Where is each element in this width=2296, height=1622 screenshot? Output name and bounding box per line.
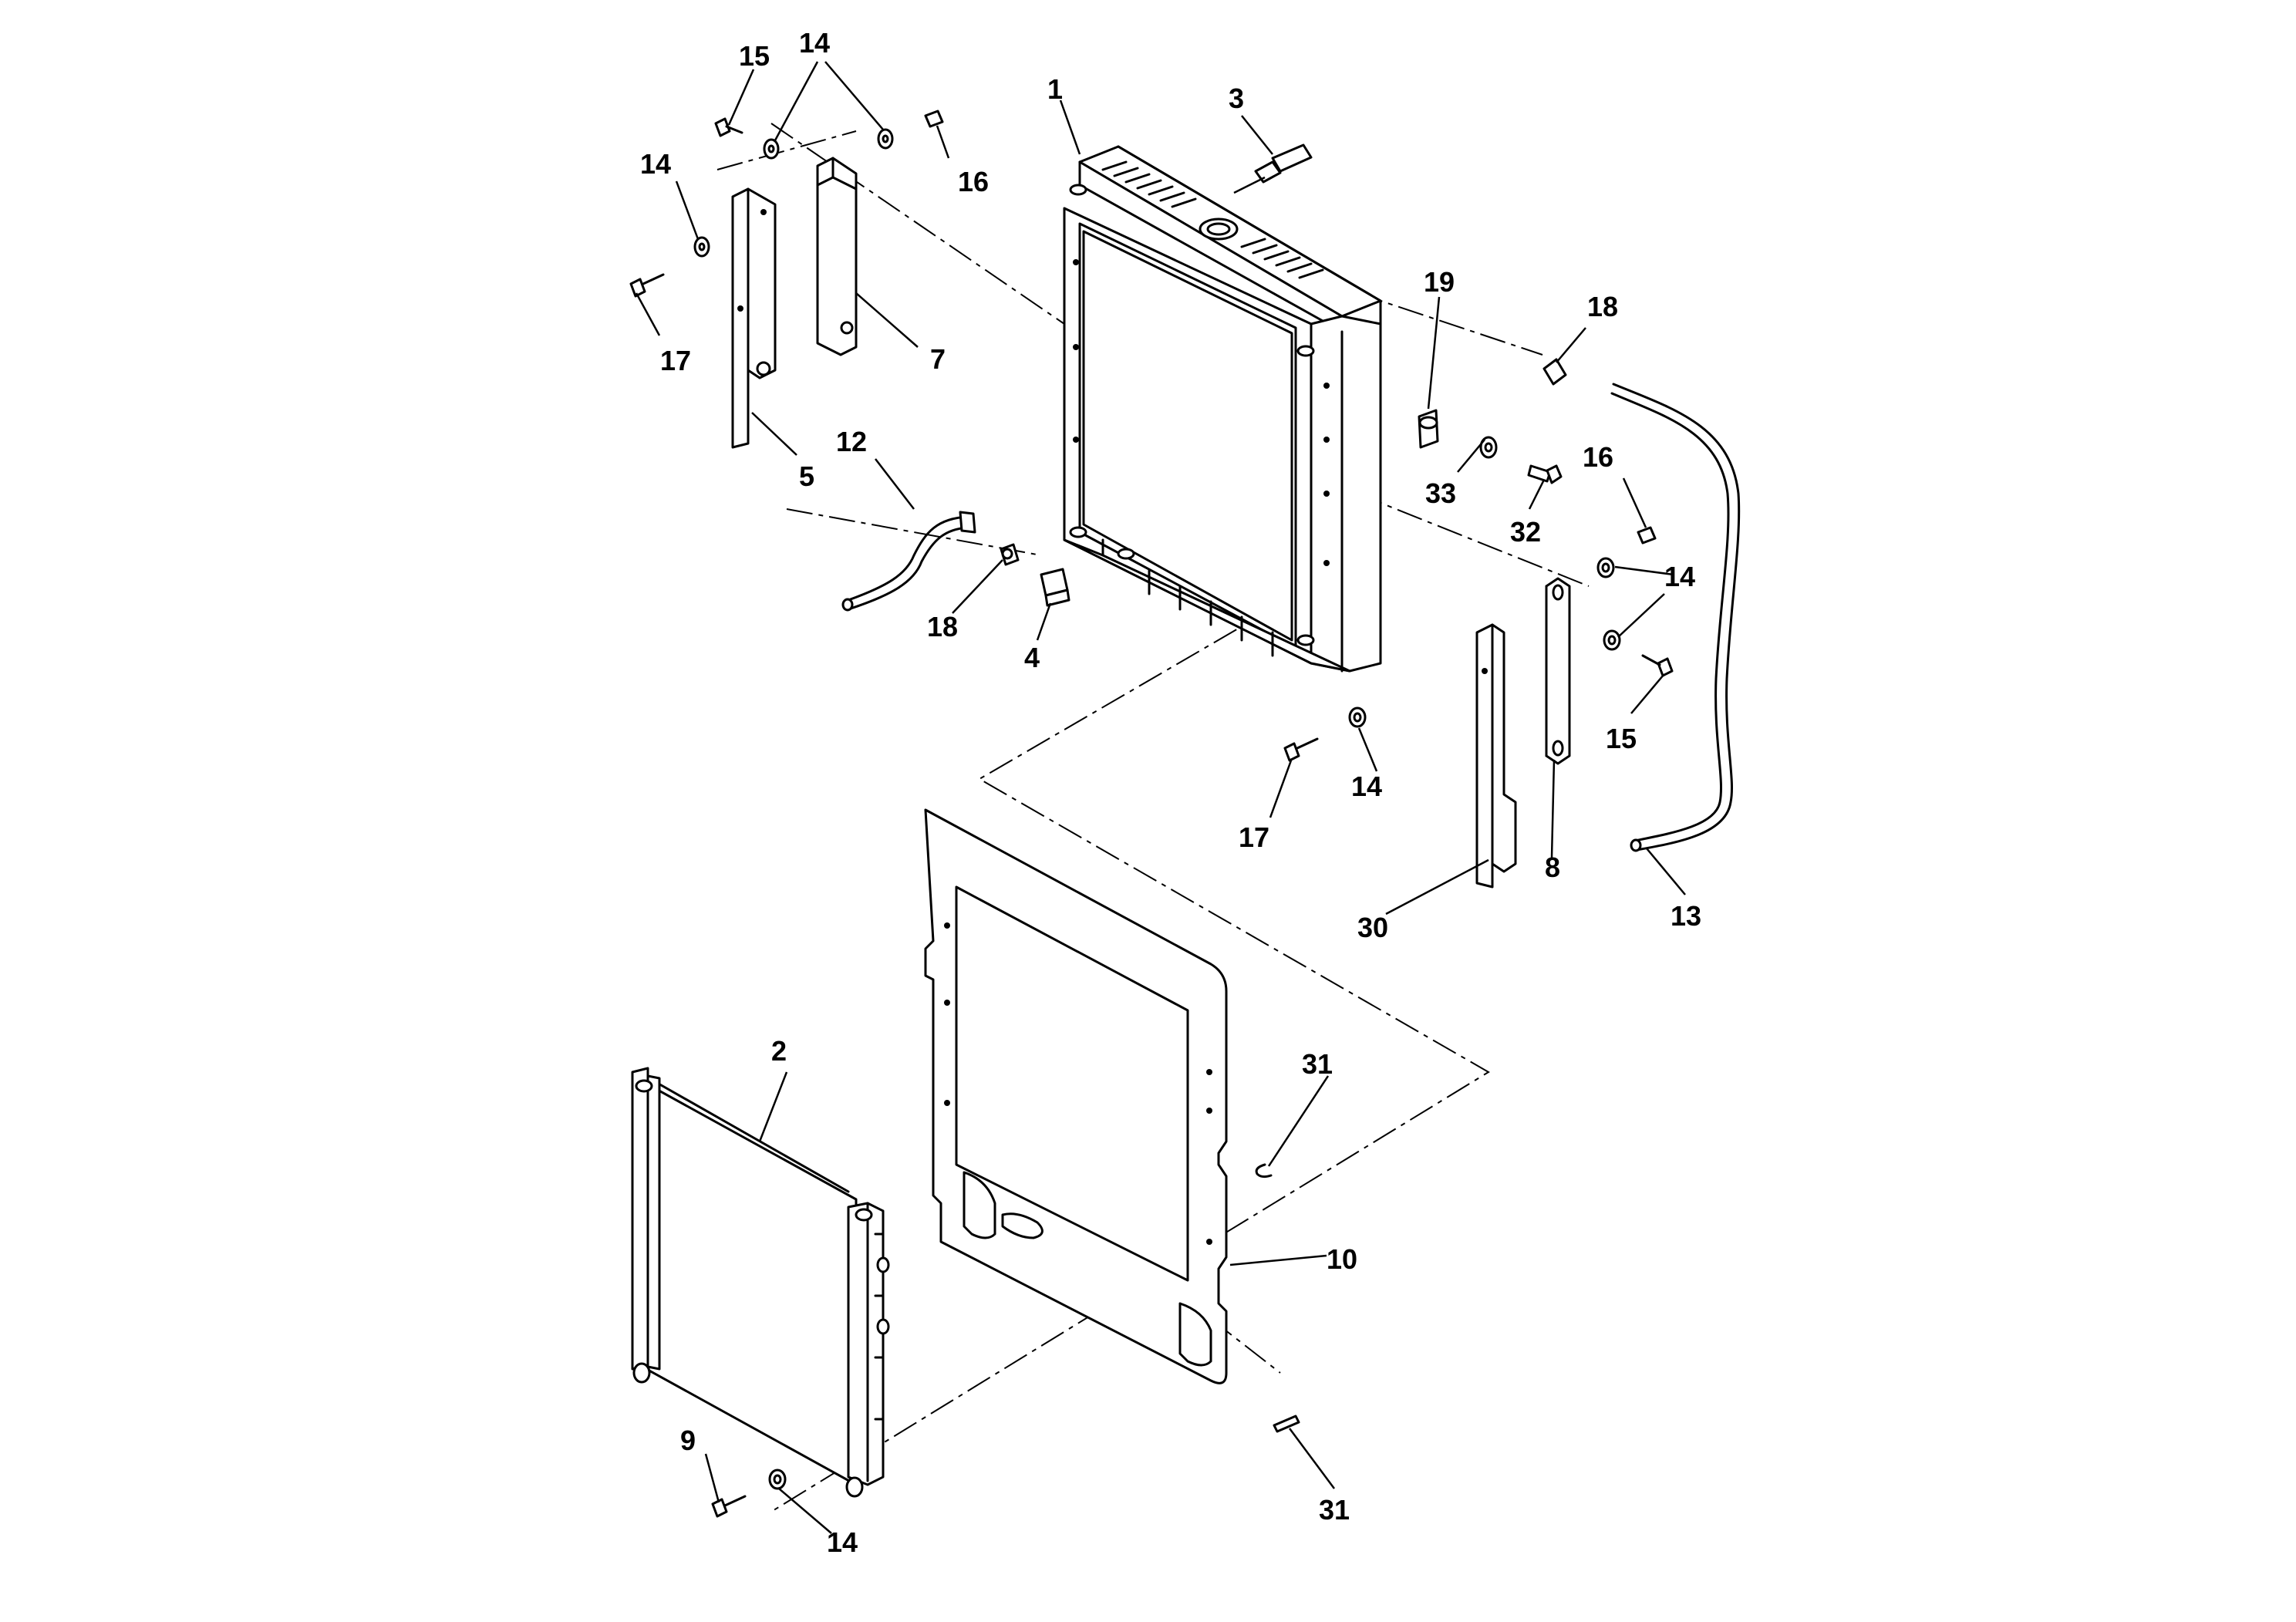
callout-7: 7 bbox=[930, 343, 946, 375]
callout-14-mid: 14 bbox=[1351, 771, 1382, 802]
callout-19: 19 bbox=[1424, 266, 1455, 298]
washer-14-left-b bbox=[877, 128, 894, 150]
washer-14-bottom bbox=[768, 1469, 787, 1490]
washer-14-right-a bbox=[1596, 557, 1615, 578]
radiator-top-slots bbox=[1101, 160, 1324, 279]
oil-cooler bbox=[631, 1067, 890, 1498]
callout-16-right: 16 bbox=[1583, 441, 1613, 473]
radiator-filler-cap bbox=[1199, 218, 1239, 241]
callout-17-right: 17 bbox=[1239, 821, 1269, 853]
callout-30: 30 bbox=[1357, 912, 1388, 943]
lower-overflow-tube bbox=[841, 511, 976, 612]
callout-12: 12 bbox=[836, 426, 867, 457]
callout-32: 32 bbox=[1510, 516, 1541, 548]
washer-14-right-c bbox=[1348, 706, 1367, 728]
callout-14-bottom: 14 bbox=[827, 1526, 858, 1558]
washer-14-left-a bbox=[763, 138, 780, 160]
bolt-15-left bbox=[714, 117, 743, 137]
nut-16-left bbox=[924, 110, 944, 128]
callout-31-lower: 31 bbox=[1319, 1494, 1350, 1526]
callout-15-right: 15 bbox=[1606, 723, 1637, 754]
left-mounting-bracket bbox=[731, 187, 777, 449]
callout-labels: 1 2 3 4 5 7 8 9 10 12 13 14 14 14 14 14 … bbox=[640, 27, 1701, 1558]
washer-14-left-c bbox=[693, 236, 710, 258]
left-strip-bracket bbox=[816, 157, 858, 356]
hose-clip bbox=[1418, 409, 1439, 449]
callout-2: 2 bbox=[771, 1035, 787, 1067]
bolt-17-left bbox=[629, 273, 665, 298]
hose-clamp-left bbox=[1000, 543, 1020, 566]
callout-14-right: 14 bbox=[1664, 561, 1695, 592]
clip-31-upper bbox=[1255, 1163, 1273, 1179]
callout-10: 10 bbox=[1327, 1243, 1357, 1275]
callout-14-top: 14 bbox=[799, 27, 830, 59]
bolt-15-right bbox=[1641, 654, 1674, 677]
callout-18-right: 18 bbox=[1587, 291, 1618, 322]
callout-16-left: 16 bbox=[958, 166, 989, 197]
radiator-hose-fitting bbox=[1233, 143, 1313, 194]
callout-3: 3 bbox=[1229, 83, 1244, 114]
hose-clamp-right bbox=[1542, 358, 1567, 386]
radiator bbox=[1063, 145, 1382, 673]
clip-31-lower bbox=[1273, 1415, 1300, 1433]
callout-31-upper: 31 bbox=[1302, 1048, 1333, 1080]
callout-14-left: 14 bbox=[640, 148, 671, 180]
leader-lines bbox=[635, 61, 1686, 1534]
bolt-32 bbox=[1527, 464, 1563, 484]
callout-8: 8 bbox=[1545, 851, 1560, 883]
callout-13: 13 bbox=[1671, 900, 1701, 932]
right-long-bracket bbox=[1475, 623, 1517, 889]
callout-18-left: 18 bbox=[927, 611, 958, 642]
shroud-plate bbox=[924, 808, 1228, 1384]
callout-9: 9 bbox=[680, 1425, 696, 1456]
callout-4: 4 bbox=[1024, 642, 1040, 673]
upper-overflow-tube bbox=[1610, 383, 1741, 852]
right-mounting-bracket bbox=[1545, 577, 1571, 765]
washer-33 bbox=[1479, 436, 1498, 459]
callout-15-left: 15 bbox=[739, 40, 770, 72]
bolt-17-right bbox=[1283, 737, 1319, 762]
callout-33: 33 bbox=[1425, 477, 1456, 509]
callout-5: 5 bbox=[799, 460, 814, 492]
nut-16-right bbox=[1637, 526, 1657, 545]
washer-14-right-b bbox=[1603, 629, 1621, 651]
drain-valve bbox=[1040, 568, 1070, 607]
callout-1: 1 bbox=[1047, 73, 1063, 105]
callout-17-left: 17 bbox=[660, 345, 691, 376]
